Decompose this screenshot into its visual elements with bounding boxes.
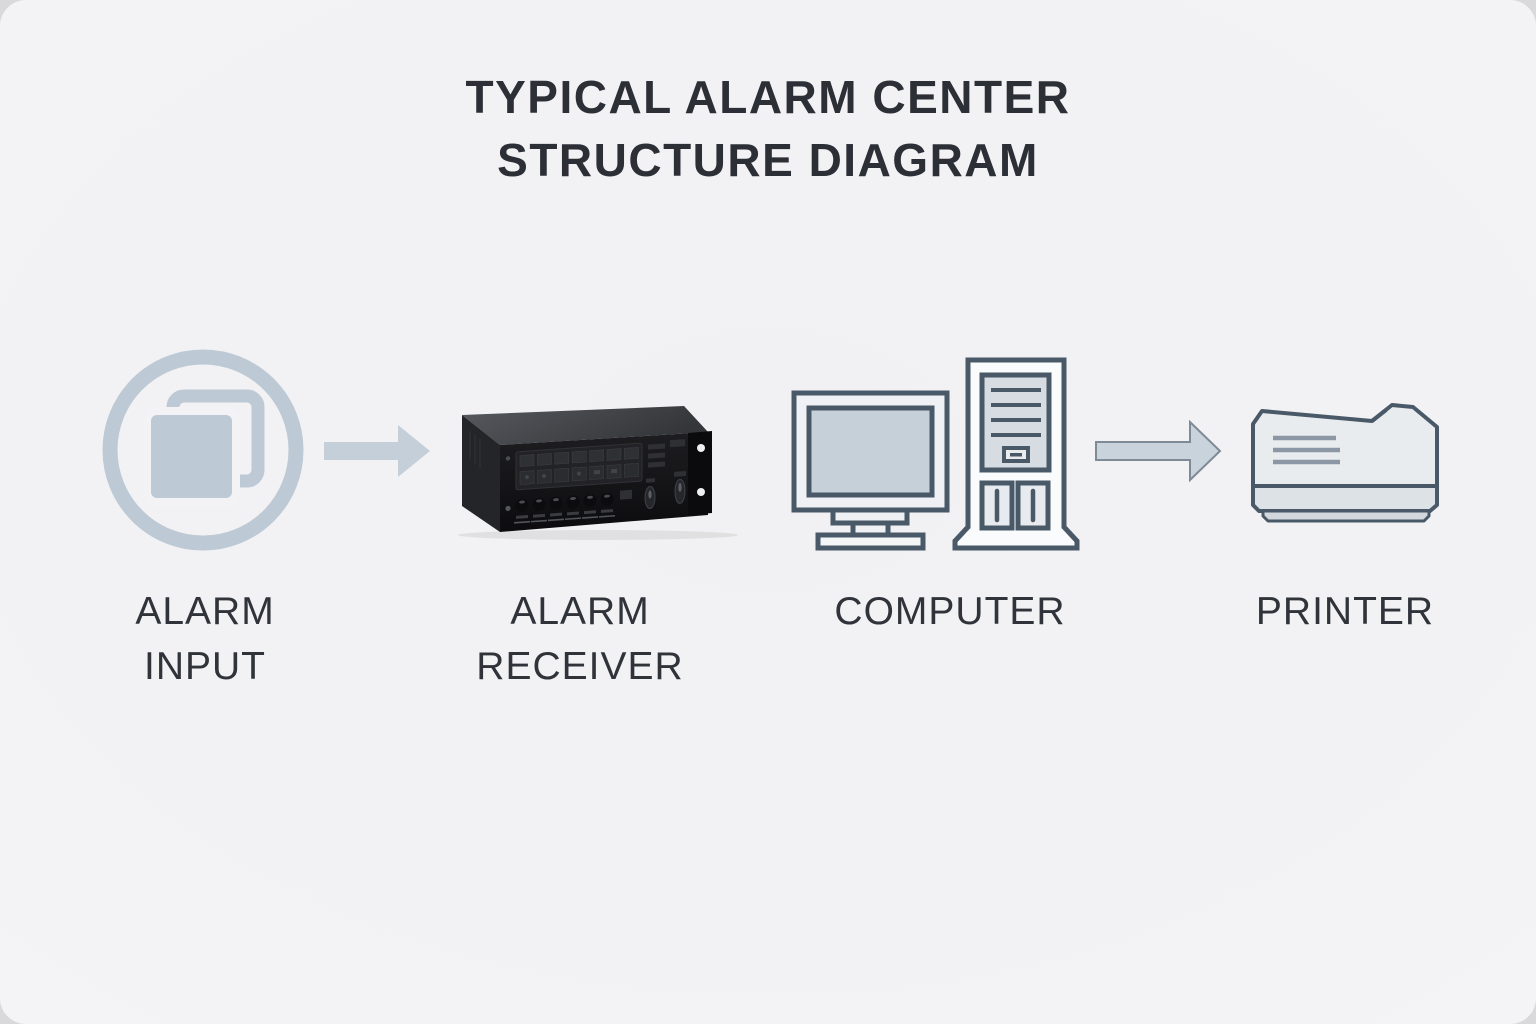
page-title: TYPICAL ALARM CENTER STRUCTURE DIAGRAM	[0, 66, 1536, 192]
page-title-line1: TYPICAL ALARM CENTER	[465, 71, 1071, 123]
node-label-computer: COMPUTER	[834, 590, 1066, 633]
node-label-printer: PRINTER	[1255, 590, 1435, 633]
page-title-line2: STRUCTURE DIAGRAM	[497, 134, 1039, 186]
node-label-alarm-input: ALARM INPUT	[135, 590, 275, 688]
alarm-receiver-device-photo	[458, 406, 738, 540]
printer-icon	[1251, 403, 1439, 523]
desktop-computer-icon	[791, 357, 1080, 551]
arrow-computer-to-printer	[1095, 419, 1222, 483]
node-label-alarm-receiver: ALARM RECEIVER	[476, 590, 684, 688]
arrow-input-to-receiver	[324, 425, 430, 477]
copy-documents-circle-icon	[102, 349, 304, 551]
